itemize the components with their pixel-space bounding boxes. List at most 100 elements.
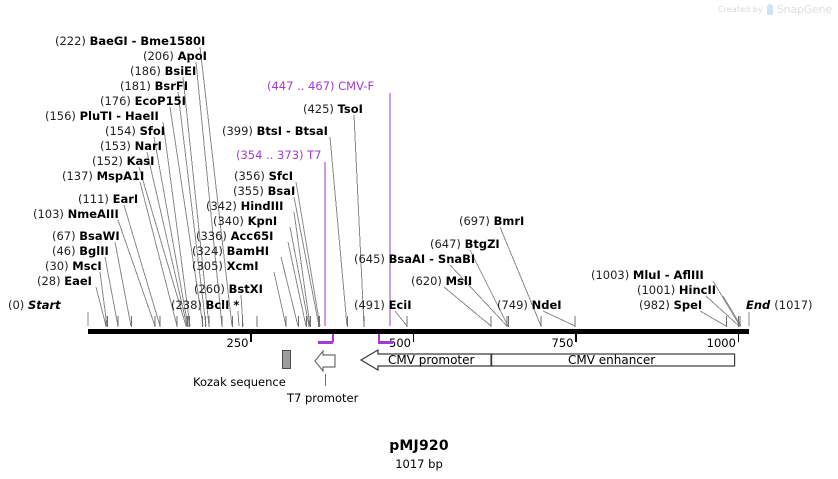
ruler-tick-label: 250: [226, 336, 249, 350]
enzyme-label-eari[interactable]: (111) EarI: [78, 193, 138, 205]
label-position: (620): [411, 274, 446, 288]
cmv-promoter-label: CMV promoter: [388, 353, 475, 367]
label-name: BsiEI: [164, 64, 197, 78]
enzyme-label-pluti[interactable]: (156) PluTI - HaeII: [45, 110, 159, 122]
watermark-brand: SnapGene: [776, 3, 832, 16]
enzyme-label-acc65i[interactable]: (336) Acc65I: [196, 230, 273, 242]
label-name: HincII: [678, 283, 717, 297]
cmv-promoter-glyph[interactable]: [360, 349, 492, 371]
label-position: (186): [130, 64, 165, 78]
sequence-backbone: [88, 328, 749, 334]
label-position: (137): [62, 169, 97, 183]
enzyme-label-bsai[interactable]: (355) BsaI: [233, 185, 295, 197]
end-terminus-label[interactable]: End (1017): [746, 299, 813, 311]
label-position: (305): [192, 259, 227, 273]
label-name: BtsI - BtsaI: [256, 124, 328, 138]
label-name: KasI: [126, 154, 155, 168]
enzyme-label-msci[interactable]: (30) MscI: [45, 260, 102, 272]
enzyme-label-tsoi[interactable]: (425) TsoI: [303, 103, 363, 115]
enzyme-label-ecop15i[interactable]: (176) EcoP15I: [100, 95, 186, 107]
label-position: (749): [497, 298, 532, 312]
enzyme-label-bmri[interactable]: (697) BmrI: [459, 215, 524, 227]
label-name: MscI: [72, 259, 102, 273]
label-name: PluTI - HaeII: [79, 109, 159, 123]
watermark-created-by: Created by: [717, 5, 763, 14]
label-position: (46): [52, 244, 80, 258]
enzyme-label-sfoi[interactable]: (154) SfoI: [105, 125, 165, 137]
primer-label-t7[interactable]: (354 .. 373) T7: [236, 149, 322, 161]
label-position: (342): [206, 199, 241, 213]
primer-label-cmv-f[interactable]: (447 .. 467) CMV-F: [267, 80, 374, 92]
enzyme-label-kpni[interactable]: (340) KpnI: [213, 215, 277, 227]
label-position: (647): [430, 237, 465, 251]
ruler-tick-label: 750: [551, 336, 574, 350]
enzyme-label-btsi[interactable]: (399) BtsI - BtsaI: [222, 125, 328, 137]
label-name: BamHI: [226, 244, 270, 258]
label-name: Acc65I: [230, 229, 274, 243]
enzyme-label-bamhi[interactable]: (324) BamHI: [192, 245, 269, 257]
enzyme-label-bsiei[interactable]: (186) BsiEI: [130, 65, 196, 77]
start-terminus-label[interactable]: (0) Start: [8, 299, 61, 311]
ruler-tick: [412, 334, 415, 342]
kozak-sequence-label: Kozak sequence: [193, 375, 286, 389]
enzyme-label-bstxi[interactable]: (260) BstXI: [194, 283, 263, 295]
label-position: (356): [234, 169, 269, 183]
label-position: (447 .. 467): [267, 79, 339, 93]
t7-promoter-glyph[interactable]: [313, 350, 337, 372]
label-name: ApoI: [177, 49, 207, 63]
label-position: (425): [303, 102, 338, 116]
label-name: BglII: [79, 244, 109, 258]
enzyme-label-msli[interactable]: (620) MslI: [411, 275, 472, 287]
enzyme-label-sfci[interactable]: (356) SfcI: [234, 170, 293, 182]
enzyme-label-hincii[interactable]: (1001) HincII: [637, 284, 716, 296]
label-position: (645): [354, 252, 389, 266]
enzyme-label-baegi[interactable]: (222) BaeGI - Bme1580I: [55, 35, 205, 47]
label-name: EciI: [388, 298, 412, 312]
label-position: (336): [196, 229, 231, 243]
enzyme-label-mlui[interactable]: (1003) MluI - AflIII: [591, 269, 704, 281]
enzyme-label-hindiii[interactable]: (342) HindIII: [206, 200, 283, 212]
label-position: (355): [233, 184, 268, 198]
label-name: BaeGI - Bme1580I: [89, 34, 206, 48]
label-name: CMV-F: [338, 79, 375, 93]
label-position: (154): [105, 124, 140, 138]
enzyme-label-apoi[interactable]: (206) ApoI: [143, 50, 207, 62]
enzyme-label-bsrfi[interactable]: (181) BsrFI: [120, 80, 188, 92]
enzyme-label-bglii[interactable]: (46) BglII: [52, 245, 109, 257]
kozak-sequence-glyph[interactable]: [282, 350, 291, 369]
label-position: (340): [213, 214, 248, 228]
enzyme-label-eaei[interactable]: (28) EaeI: [37, 275, 92, 287]
label-position: (982): [639, 298, 674, 312]
label-position: (181): [120, 79, 155, 93]
label-name: MspA1I: [96, 169, 145, 183]
enzyme-label-mspa1i[interactable]: (137) MspA1I: [62, 170, 144, 182]
label-name: BstXI: [228, 282, 263, 296]
cmv-enhancer-glyph[interactable]: [491, 349, 736, 371]
enzyme-label-spei[interactable]: (982) SpeI: [639, 299, 702, 311]
primer-tail-cmv-f: [378, 334, 380, 342]
ruler-tick: [737, 334, 740, 342]
enzyme-label-nari[interactable]: (153) NarI: [100, 140, 162, 152]
enzyme-label-btgzi[interactable]: (647) BtgZI: [430, 238, 500, 250]
enzyme-label-kasi[interactable]: (152) KasI: [92, 155, 154, 167]
t7-promoter-label: T7 promoter: [287, 391, 359, 405]
label-position: (491): [354, 298, 389, 312]
enzyme-label-bcli[interactable]: (238) BclI *: [171, 299, 239, 311]
label-position: (28): [37, 274, 65, 288]
ruler-tick: [250, 334, 252, 342]
enzyme-label-xcmi[interactable]: (305) XcmI: [192, 260, 259, 272]
label-position: (176): [100, 94, 135, 108]
label-name: BclI *: [205, 298, 240, 312]
label-position: (206): [143, 49, 178, 63]
ruler-tick: [575, 334, 577, 342]
primer-tail-t7: [332, 334, 334, 342]
enzyme-label-ecii[interactable]: (491) EciI: [354, 299, 412, 311]
enzyme-label-bsawi[interactable]: (67) BsaWI: [52, 230, 120, 242]
snapgene-watermark: Created by SnapGene: [718, 3, 832, 16]
enzyme-label-bsaai[interactable]: (645) BsaAI - SnaBI: [354, 253, 475, 265]
label-position: (222): [55, 34, 90, 48]
label-position: (1001): [637, 283, 679, 297]
enzyme-label-nmeaiii[interactable]: (103) NmeAIII: [33, 208, 119, 220]
enzyme-label-ndei[interactable]: (749) NdeI: [497, 299, 562, 311]
label-position: (354 .. 373): [236, 148, 308, 162]
